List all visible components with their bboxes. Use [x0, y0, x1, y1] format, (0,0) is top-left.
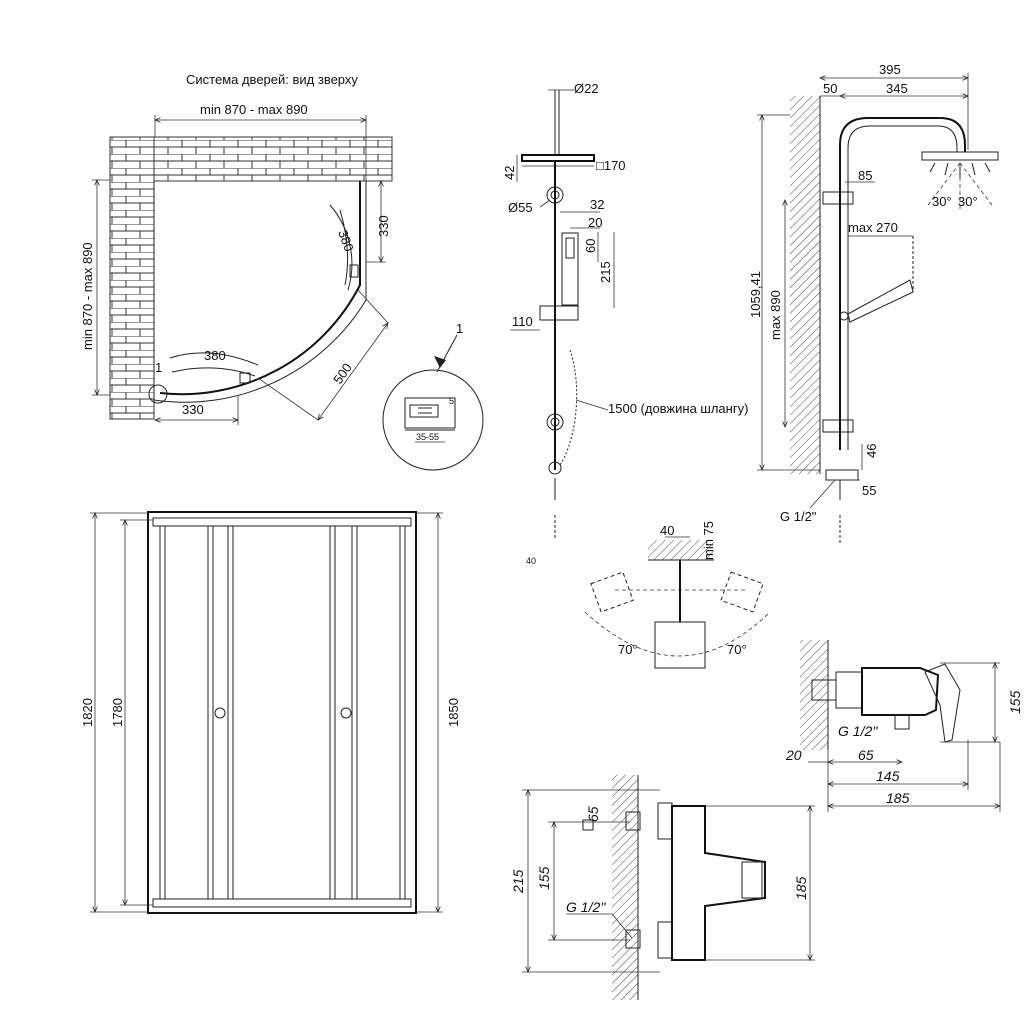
diagonal-500-label: 500 — [330, 360, 355, 386]
w50-label: 50 — [823, 81, 837, 96]
max890-label: max 890 — [768, 290, 783, 340]
angle-left-label: 30° — [932, 194, 952, 209]
mixer-185-label: 185 — [886, 790, 910, 806]
side-330-label: 330 — [376, 215, 391, 237]
front-185-label: 185 — [793, 876, 809, 900]
h60-label: 60 — [583, 239, 598, 253]
h55-label: 55 — [862, 483, 876, 498]
front-215-label: 215 — [510, 869, 526, 894]
detail-gap-label: 35-55 — [416, 432, 439, 442]
mixer-65-label: 65 — [858, 747, 874, 763]
front-155-label: 155 — [536, 866, 552, 890]
w32-label: 32 — [590, 197, 604, 212]
front-1820-label: 1820 — [80, 698, 95, 727]
top-view: Система дверей: вид зверху min 870 - max… — [80, 72, 393, 425]
front-view: 1820 1780 1850 — [80, 511, 461, 914]
knob-diameter-label: Ø55 — [508, 200, 533, 215]
mixer-side-view: 155 G 1/2'' 20 65 145 185 — [785, 640, 1023, 812]
front-sq65-label: 65 — [585, 806, 601, 822]
max270-label: max 270 — [848, 220, 898, 235]
thread-label: G 1/2" — [780, 509, 817, 524]
mixer-145-label: 145 — [876, 768, 900, 784]
total-395-label: 395 — [879, 62, 901, 77]
top-width-label: min 870 - max 890 — [200, 102, 308, 117]
door1-label: 380 — [335, 228, 357, 254]
top-depth-label: min 870 - max 890 — [80, 242, 95, 350]
mixer-thread-label: G 1/2'' — [838, 723, 879, 739]
head-height-label: 42 — [502, 166, 517, 180]
min75-label: min 75 — [701, 521, 716, 560]
shower-set-side: 395 50 345 30° 30° 85 max 270 — [748, 62, 999, 545]
door2-label: 380 — [204, 348, 226, 363]
w20-label: 20 — [588, 215, 602, 230]
bottom-330-label: 330 — [182, 402, 204, 417]
pipe-diameter-label: Ø22 — [574, 81, 599, 96]
rotation-diagram: 40 min 75 70° 70° — [584, 521, 771, 669]
bottom-40-label: 40 — [526, 556, 536, 566]
front-1850-label: 1850 — [446, 698, 461, 727]
front-1780-label: 1780 — [110, 698, 125, 727]
w345-label: 345 — [886, 81, 908, 96]
h110-label: 110 — [512, 314, 533, 329]
front-thread-label: G 1/2'' — [566, 899, 607, 915]
h215-label: 215 — [598, 261, 613, 283]
detail-5-label: 5 — [449, 396, 454, 406]
shower-set-front: Ø22 □170 42 Ø55 32 20 60 215 110 — [502, 81, 748, 566]
mixer-20-label: 20 — [785, 747, 802, 763]
w85-label: 85 — [858, 168, 872, 183]
w40-label: 40 — [660, 523, 674, 538]
detail-view: 35-55 5 1 — [382, 321, 484, 471]
h1059-label: 1059,41 — [748, 271, 763, 318]
head-size-label: □170 — [596, 158, 626, 173]
mixer-155-label: 155 — [1007, 690, 1023, 714]
brick-wall-top — [109, 136, 393, 182]
hinge-1-label: 1 — [155, 360, 162, 375]
brick-wall-left — [109, 136, 155, 420]
h46-label: 46 — [864, 444, 879, 458]
hose-length-label: 1500 (довжина шлангу) — [608, 401, 748, 416]
angle-right-label: 30° — [958, 194, 978, 209]
detail-callout-label: 1 — [456, 321, 463, 336]
top-view-title: Система дверей: вид зверху — [186, 72, 358, 87]
angle-70-right-label: 70° — [727, 642, 747, 657]
angle-70-left-label: 70° — [618, 642, 638, 657]
wall-hatch — [790, 96, 820, 474]
mixer-front-view: 215 155 65 G 1/2'' 185 — [510, 775, 815, 1000]
